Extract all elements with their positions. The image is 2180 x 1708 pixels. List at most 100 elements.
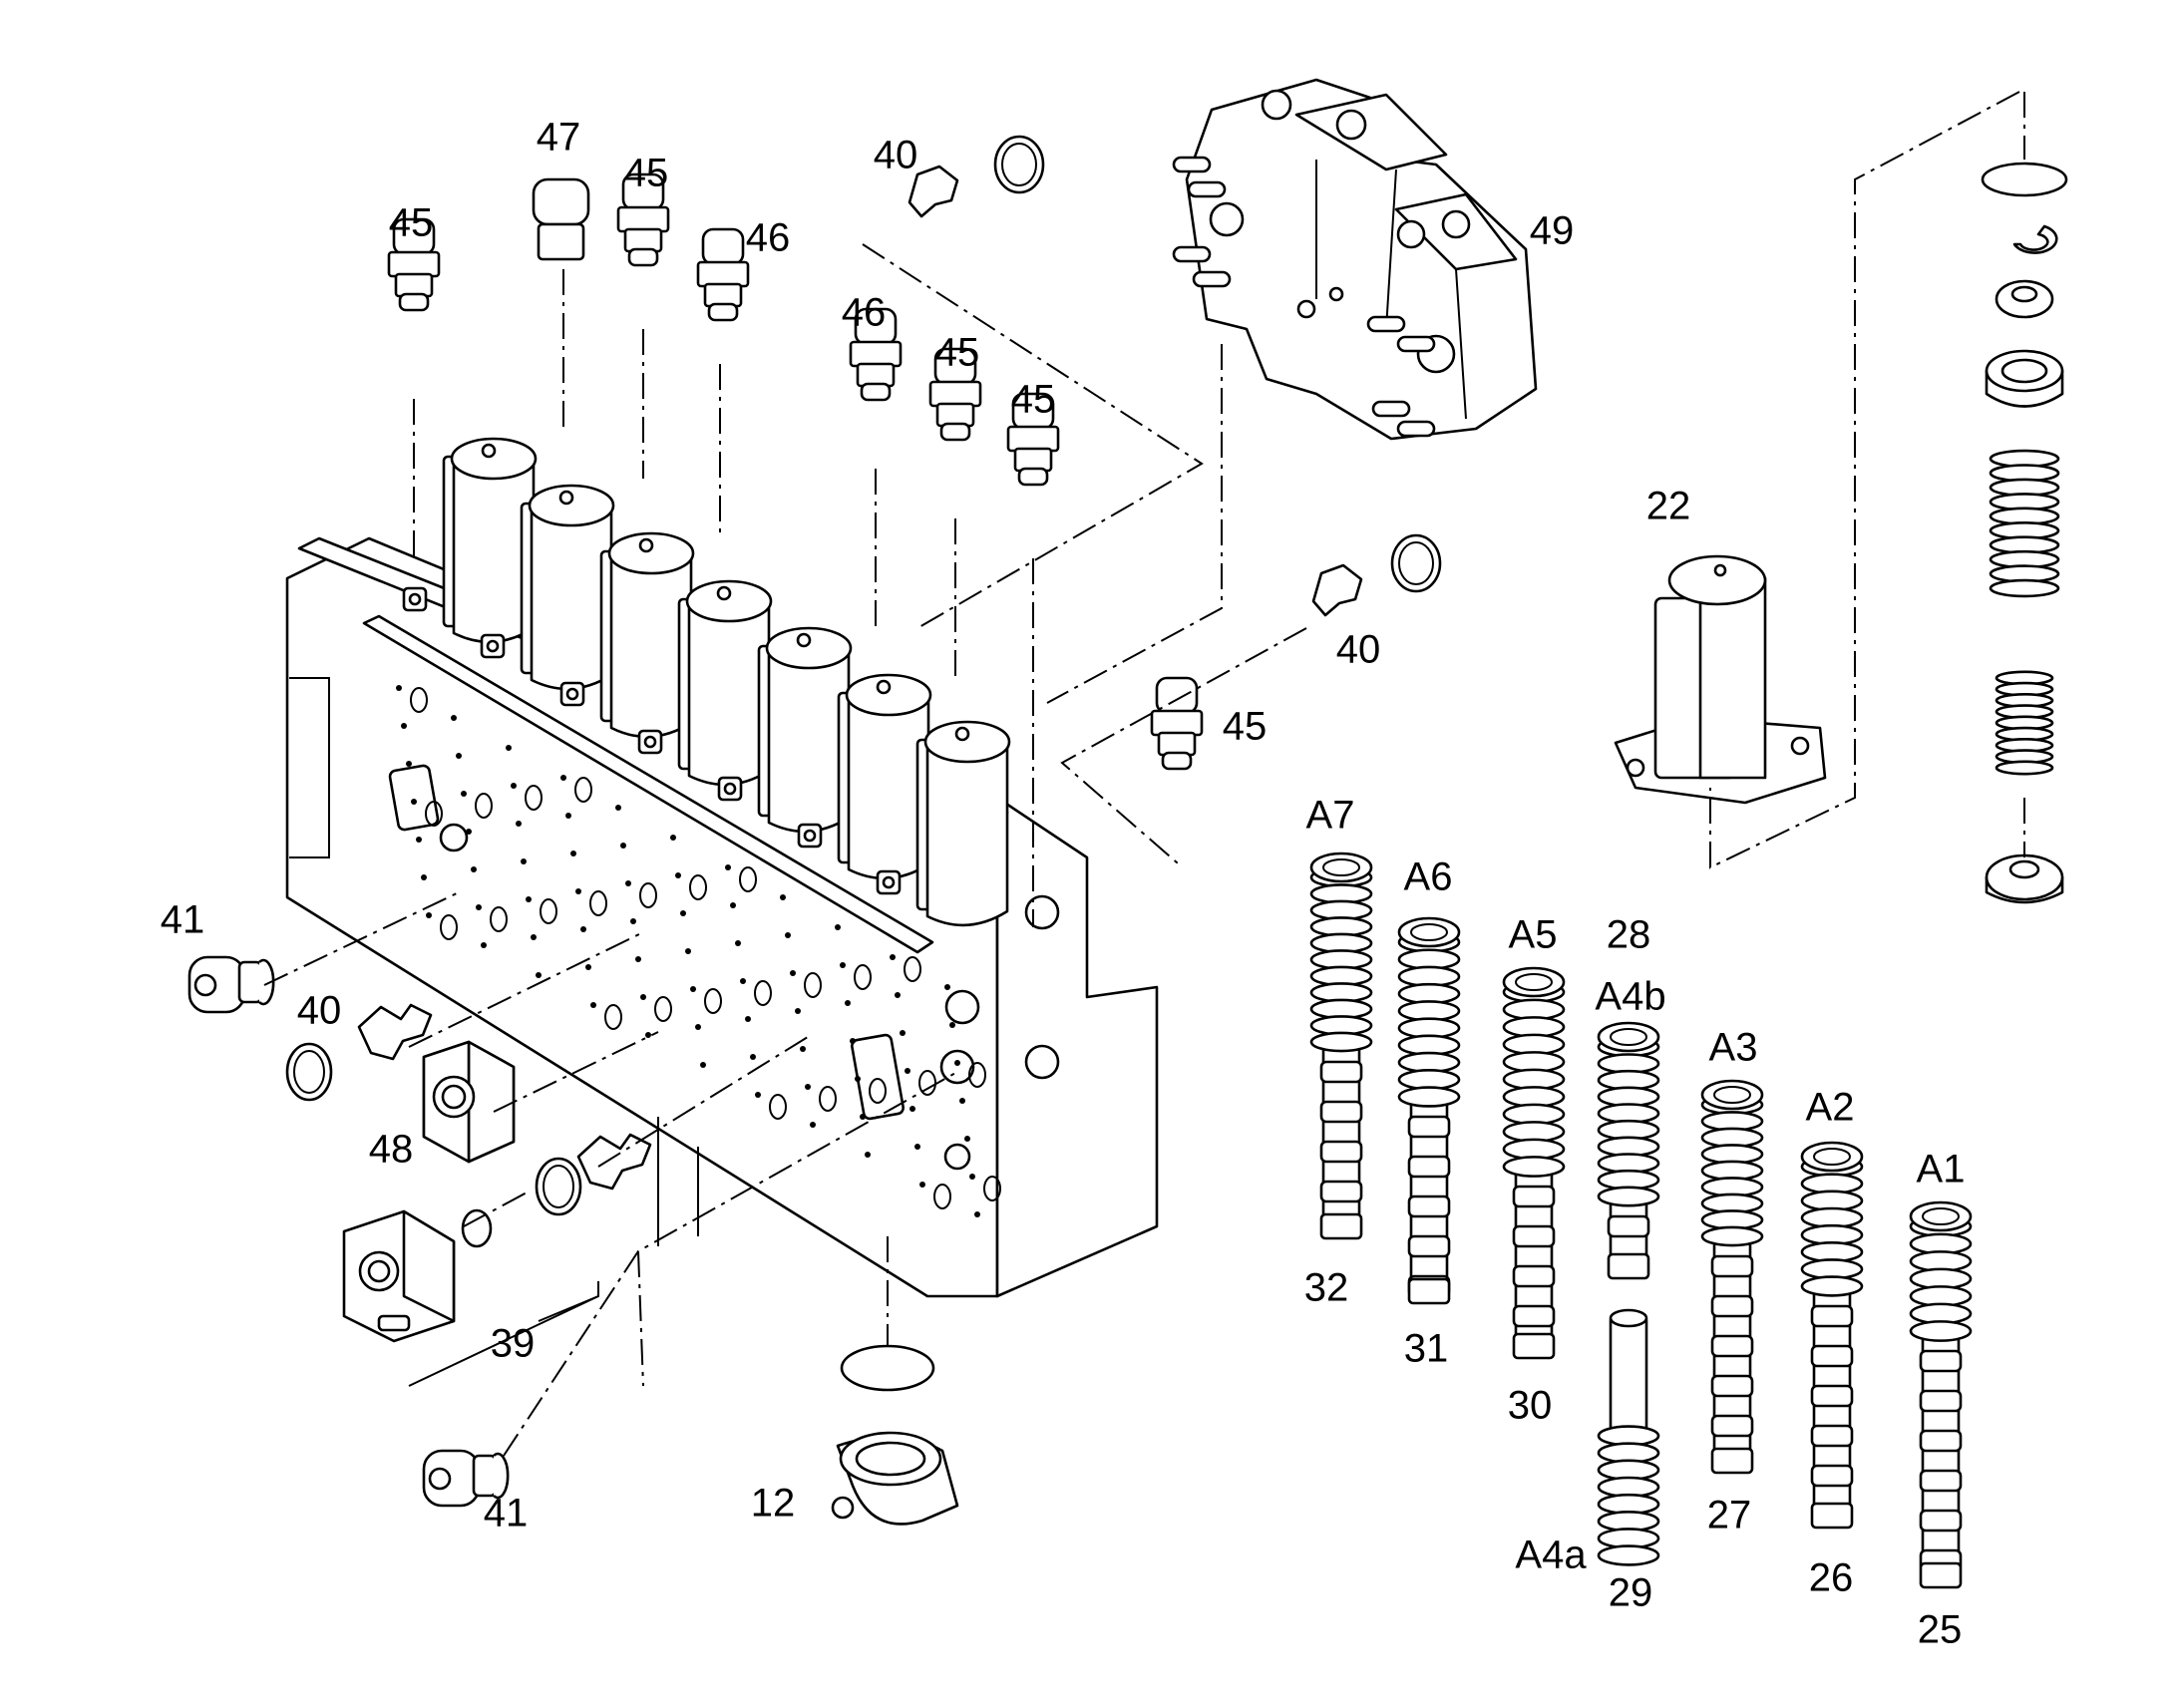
port: [490, 906, 508, 932]
hole: [780, 894, 786, 900]
hole: [750, 1054, 756, 1060]
solenoid-valve: [480, 484, 615, 691]
port: [918, 1070, 936, 1096]
hole: [625, 880, 631, 886]
port: [968, 1062, 986, 1088]
hole: [890, 954, 896, 960]
hole: [845, 1000, 851, 1006]
callout-41: 41: [161, 898, 205, 942]
hole: [785, 932, 791, 938]
plug-47: [532, 177, 590, 261]
hole: [466, 829, 472, 835]
callout-45: 45: [624, 152, 669, 195]
hole: [800, 1046, 806, 1052]
hole: [949, 1022, 955, 1028]
solenoid-valve: [637, 579, 773, 787]
hole: [919, 1182, 925, 1188]
callout-A4a: A4a: [1515, 1534, 1587, 1577]
check-valve: [849, 307, 903, 402]
port: [589, 890, 607, 916]
port: [854, 964, 872, 990]
check-valve: [387, 217, 441, 312]
check-valve: [1006, 392, 1060, 487]
callout-28: 28: [1607, 913, 1651, 957]
valve-spools: [1309, 852, 1973, 1589]
hole: [536, 972, 542, 978]
hole: [565, 813, 571, 819]
solenoid-valve: [559, 531, 695, 739]
hole: [974, 1211, 980, 1217]
solenoid-valve: [402, 437, 538, 644]
center-lines: [263, 91, 2025, 1457]
hole: [451, 715, 457, 721]
hole: [810, 1122, 816, 1128]
hole: [895, 992, 901, 998]
hole: [909, 1106, 915, 1112]
hole: [670, 835, 676, 841]
cover-39: [342, 1209, 456, 1343]
hole: [914, 1144, 920, 1150]
hole: [476, 904, 482, 910]
hole: [944, 984, 950, 990]
hole: [865, 1152, 871, 1158]
hole: [630, 918, 636, 924]
callout-12: 12: [751, 1482, 796, 1526]
fittings-40: [285, 135, 1442, 1248]
hole: [421, 874, 427, 880]
hole: [850, 1038, 856, 1044]
hole: [461, 791, 467, 797]
hole: [675, 872, 681, 878]
hole: [406, 761, 412, 767]
callout-47: 47: [537, 116, 581, 160]
port: [689, 874, 707, 900]
callout-A5: A5: [1509, 913, 1558, 957]
valve-spool: [1800, 1141, 1864, 1530]
hole: [835, 924, 841, 930]
spring-stack: [1981, 162, 2068, 904]
valve-spool-A4a: [1597, 1308, 1660, 1566]
callout-26: 26: [1809, 1556, 1854, 1600]
stud: [1172, 245, 1212, 263]
hole: [640, 994, 646, 1000]
hole: [645, 1032, 651, 1038]
hole: [531, 934, 537, 940]
port: [425, 801, 443, 827]
port: [654, 996, 672, 1022]
hole: [735, 940, 741, 946]
hole: [959, 1098, 965, 1104]
hole: [516, 821, 522, 827]
spring: [1989, 449, 2060, 598]
hole: [575, 888, 581, 894]
callout-45: 45: [1011, 378, 1056, 422]
port: [983, 1176, 1001, 1201]
hole: [860, 1114, 866, 1120]
hole: [954, 1060, 960, 1066]
cover-12: [831, 1344, 959, 1526]
hole: [580, 926, 586, 932]
callout-27: 27: [1707, 1494, 1752, 1537]
callout-A3: A3: [1709, 1026, 1758, 1070]
hole: [690, 986, 696, 992]
hole: [805, 1084, 811, 1090]
hole: [481, 942, 487, 948]
stud: [1172, 156, 1212, 173]
spring: [1597, 1036, 1660, 1207]
callout-A6: A6: [1404, 855, 1453, 899]
solenoid-valve: [797, 673, 932, 880]
block-face-holes: [396, 685, 1001, 1217]
valve-spool: [1502, 966, 1566, 1360]
callout-46: 46: [746, 216, 791, 260]
port: [574, 777, 592, 803]
hole: [700, 1062, 706, 1068]
hole: [615, 805, 621, 811]
port: [754, 980, 772, 1006]
callout-labels: 47 45 45 46 40 49 46 45 45 22 40 45 A7 A…: [161, 116, 1966, 1652]
plug-41: [187, 955, 510, 1508]
spring: [1995, 670, 2054, 776]
solenoid-22: [1614, 554, 1827, 805]
port: [540, 898, 557, 924]
port: [475, 793, 493, 819]
callout-45: 45: [389, 201, 434, 245]
callout-39: 39: [491, 1322, 536, 1366]
hole: [730, 902, 736, 908]
